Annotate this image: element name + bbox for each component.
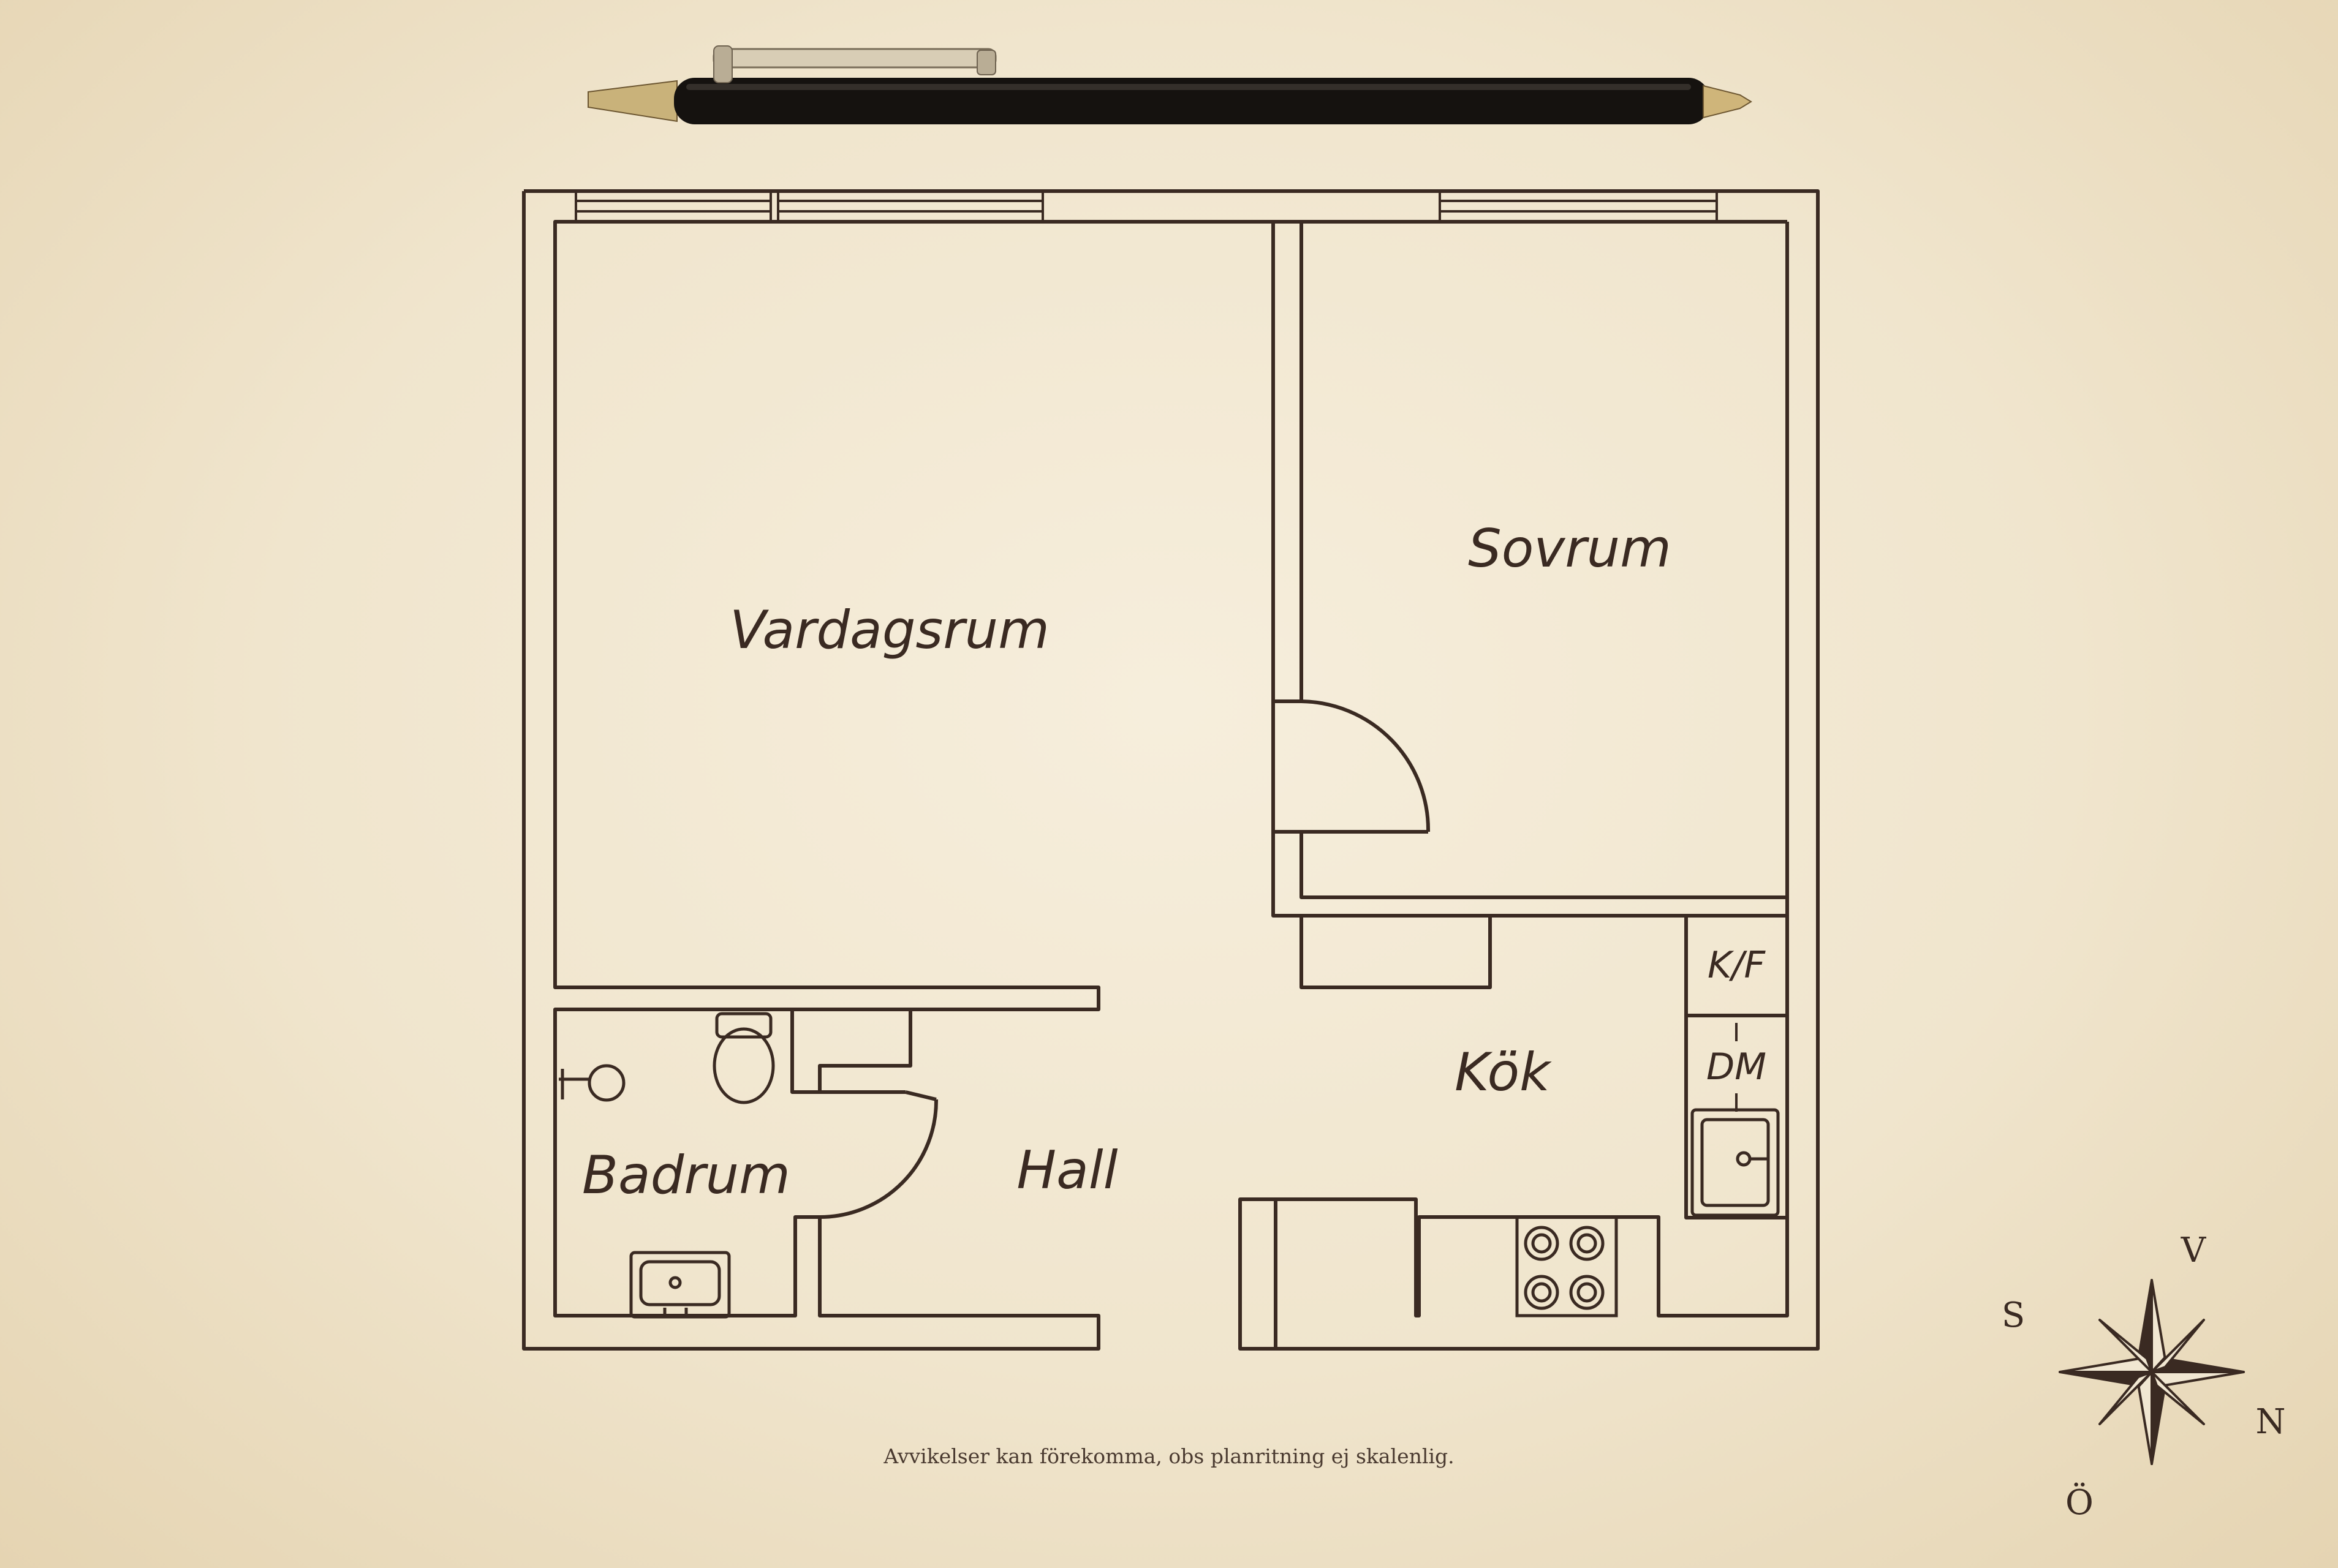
room-label-badrum: Badrum [582, 1145, 790, 1206]
disclaimer-text: Avvikelser kan förekomma, obs planritnin… [883, 1444, 1455, 1468]
compass-letter-south: S [2002, 1295, 2025, 1335]
bedroom-door-swing [1301, 699, 1431, 832]
compass-letter-east: Ö [2065, 1482, 2094, 1523]
kitchen-fixtures [1515, 1108, 1780, 1317]
room-label-hall: Hall [1016, 1140, 1118, 1201]
appliance-label-fridge-freezer: K/F [1708, 944, 1766, 987]
shower-icon [559, 1064, 626, 1102]
windows [575, 190, 1718, 223]
doors [819, 699, 1431, 1219]
sink-icon [629, 1251, 731, 1319]
bathroom-door-swing [819, 1099, 939, 1219]
stove-icon [1515, 1215, 1618, 1317]
bathroom-fixtures [559, 1012, 775, 1319]
kitchen-sink-icon [1690, 1108, 1780, 1217]
toilet-icon [713, 1012, 775, 1104]
appliance-label-dishwasher: DM [1706, 1046, 1766, 1088]
compass-rose-icon [2059, 1279, 2245, 1465]
compass-letter-west: V [2181, 1231, 2207, 1270]
room-label-vardagsrum: Vardagsrum [730, 600, 1050, 661]
compass-letter-north: N [2256, 1402, 2286, 1442]
room-label-sovrum: Sovrum [1468, 518, 1671, 579]
room-label-kok: Kök [1455, 1042, 1552, 1103]
pen-icon [588, 45, 1752, 124]
